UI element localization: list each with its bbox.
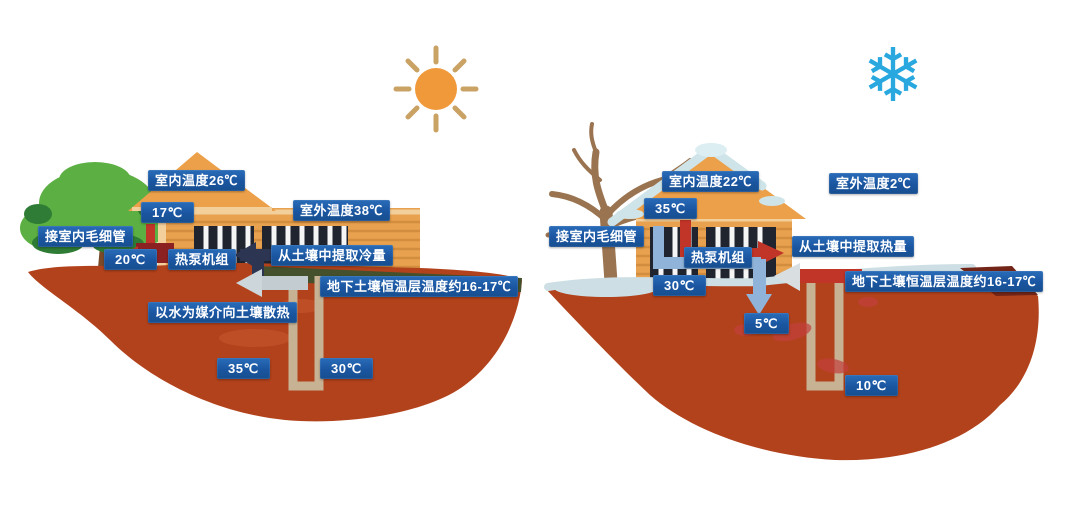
label-outdoor-temp-summer: 室外温度38℃ xyxy=(293,200,390,221)
label-extract-winter: 从土壤中提取热量 xyxy=(792,236,915,257)
label-heat-pump-winter: 热泵机组 xyxy=(684,247,753,268)
label-supply-temp-winter: 35℃ xyxy=(644,198,697,219)
label-loop-out-summer: 35℃ xyxy=(217,358,270,379)
label-constant-layer-summer: 地下土壤恒温层温度约16-17℃ xyxy=(320,276,519,297)
label-indoor-temp-winter: 室内温度22℃ xyxy=(662,171,759,192)
snowflake-icon: ❄ xyxy=(862,34,924,117)
label-capillary-summer: 接室内毛细管 xyxy=(38,226,134,247)
return-flow-arrow-summer xyxy=(236,269,308,297)
label-water-medium-summer: 以水为媒介向土壤散热 xyxy=(148,302,298,323)
label-capillary-winter: 接室内毛细管 xyxy=(549,226,645,247)
label-heat-pump-summer: 热泵机组 xyxy=(168,249,237,270)
label-extract-summer: 从土壤中提取冷量 xyxy=(271,245,394,266)
label-indoor-temp-summer: 室内温度26℃ xyxy=(148,170,245,191)
label-return-temp-winter: 30℃ xyxy=(653,275,706,296)
winter-ground xyxy=(545,274,1039,461)
label-return-temp-summer: 20℃ xyxy=(104,249,157,270)
label-loop-in-summer: 30℃ xyxy=(320,358,373,379)
sun-icon xyxy=(393,45,479,133)
label-supply-temp-summer: 17℃ xyxy=(141,202,194,223)
borehole-pipe-summer xyxy=(288,276,324,391)
label-constant-layer-winter: 地下土壤恒温层温度约16-17℃ xyxy=(845,271,1044,292)
label-loop-out-winter: 5℃ xyxy=(744,313,789,334)
label-outdoor-temp-winter: 室外温度2℃ xyxy=(829,173,919,194)
label-loop-in-winter: 10℃ xyxy=(845,375,898,396)
borehole-pipe-winter xyxy=(806,278,844,391)
supply-pipe-summer xyxy=(234,242,274,285)
